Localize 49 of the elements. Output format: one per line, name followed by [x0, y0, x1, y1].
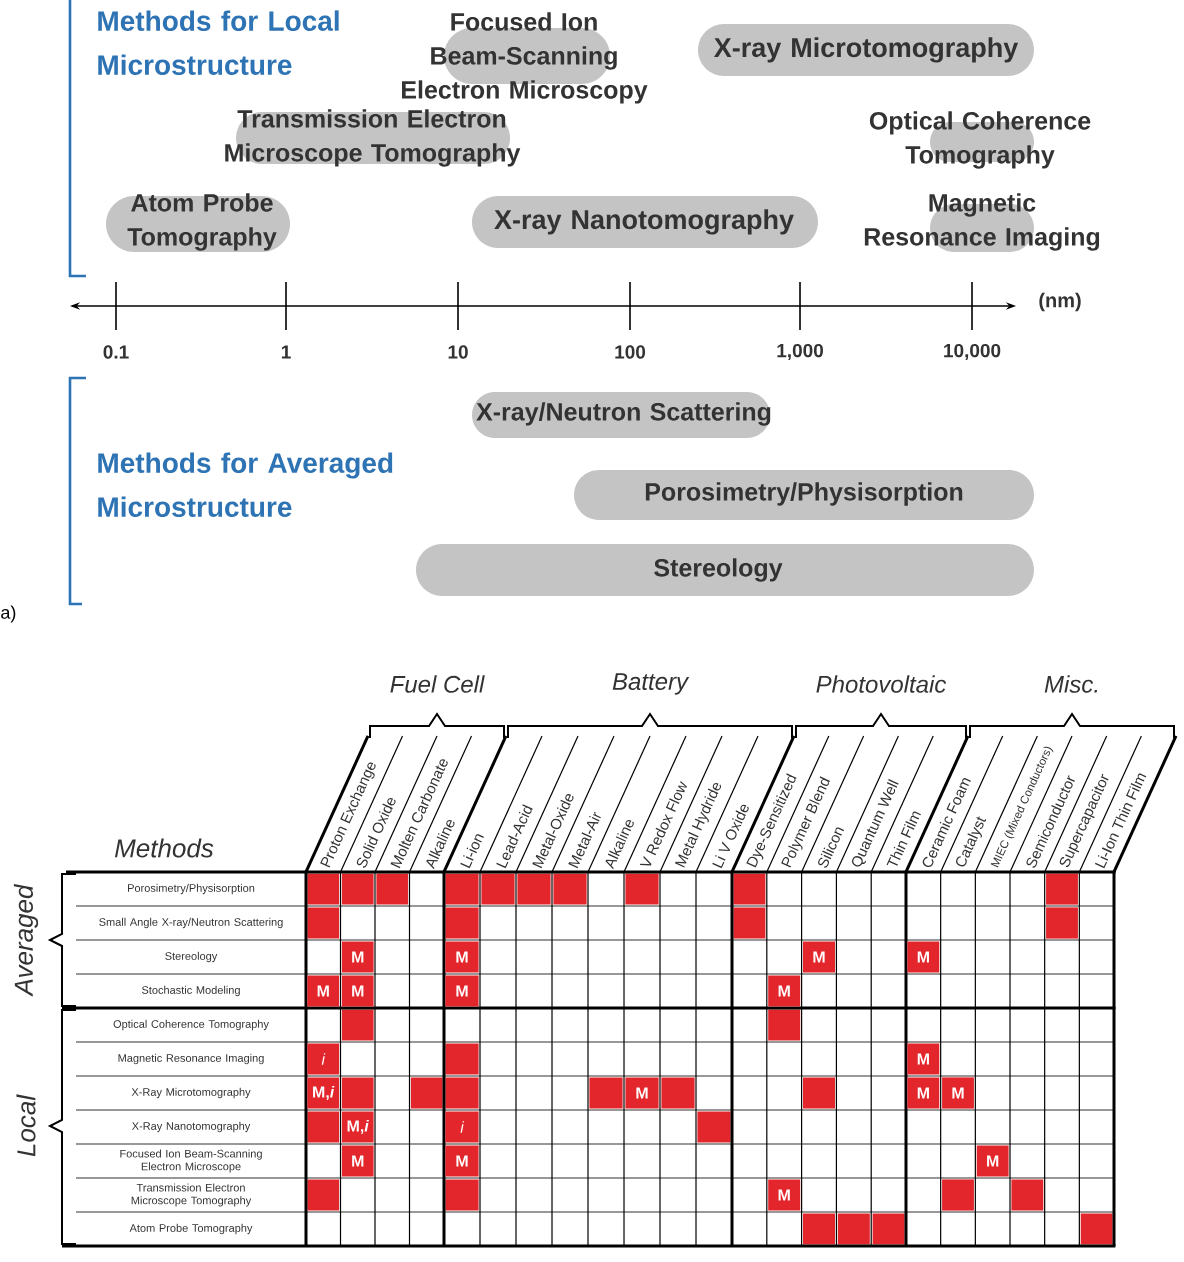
method-band: X-ray/Neutron Scattering: [472, 392, 771, 438]
method-band: Transmission Electron Microscope Tomography: [225, 109, 521, 167]
table-cell: M: [307, 975, 340, 1007]
method-band: Magnetic Resonance Imaging: [864, 193, 1100, 252]
section-heading: Methods for Averaged Microstructure: [98, 452, 393, 517]
table-cell: M: [341, 975, 374, 1007]
section-heading: Methods for Local Microstructure: [98, 10, 339, 75]
method-band: Porosimetry/Physisorption: [574, 470, 1034, 520]
table-cell: M: [445, 941, 479, 973]
table-cell: M: [445, 1145, 479, 1177]
table-cell: M: [976, 1145, 1009, 1177]
group-header: Fuel Cell: [390, 675, 485, 693]
tick-label: 100: [615, 345, 646, 359]
table-cell: M: [942, 1077, 974, 1109]
method-band: Atom Probe Tomography: [106, 193, 290, 252]
table-cell: M,i: [341, 1111, 374, 1143]
panel-label: a): [1, 605, 16, 623]
tick-label: 1: [281, 345, 291, 359]
table-cell: M: [341, 941, 374, 973]
method-band: X-ray Microtomography: [698, 24, 1034, 76]
method-band: X-ray Nanotomography: [472, 196, 818, 248]
node-label: Focused Ion: [451, 12, 597, 31]
tick-label: 0.1: [103, 345, 129, 359]
table-cell: i: [307, 1043, 340, 1075]
column-heading: Methods: [114, 838, 214, 858]
method-band: Focused Ion Beam-Scanning Electron Microscopy: [402, 12, 648, 104]
table-cell: M: [445, 975, 479, 1007]
method-band: Stereology: [416, 544, 1034, 596]
table-cell: M: [341, 1145, 374, 1177]
group-header: Battery: [612, 673, 690, 695]
table-cell: M: [907, 1077, 940, 1109]
table-cell: M: [768, 975, 801, 1007]
table-cell: M: [907, 1043, 940, 1075]
tick-label: 10: [448, 345, 468, 359]
group-header: Misc.: [1044, 675, 1098, 693]
tick-label: 10,000: [944, 343, 1001, 361]
table-cell: M: [625, 1077, 659, 1109]
group-header: Photovoltaic: [816, 675, 947, 693]
table-cell: M: [907, 941, 940, 973]
table-cell: M: [803, 941, 835, 973]
side-label: Local: [16, 1094, 36, 1157]
node-label: Electron Microscopy: [402, 80, 648, 104]
method-band: Optical Coherence Tomography: [869, 111, 1091, 169]
table-cell: i: [445, 1111, 479, 1143]
unit-label: (nm): [1039, 292, 1081, 312]
side-label: Averaged: [13, 883, 39, 997]
table-cell: M,i: [307, 1077, 340, 1109]
tick-label: 1,000: [777, 343, 823, 361]
table-cell: M: [768, 1179, 801, 1211]
